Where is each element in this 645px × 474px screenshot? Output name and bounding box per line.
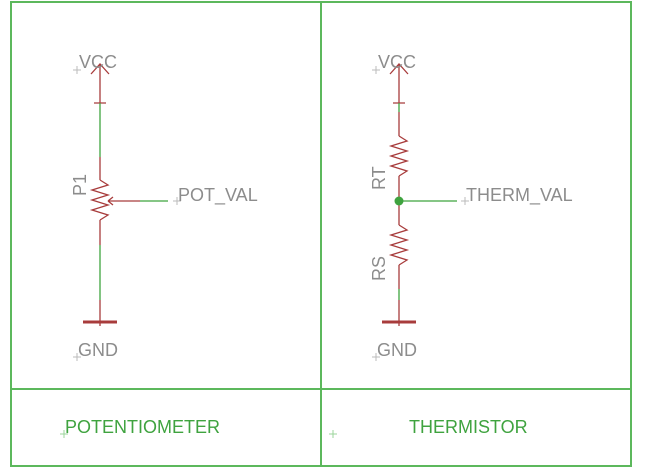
net-label-pot-val[interactable]: POT_VAL (173, 185, 258, 206)
gnd-label-therm: GND (377, 340, 417, 360)
gnd-label-pot: GND (78, 340, 118, 360)
component-name-rt: RT (369, 166, 389, 190)
schematic-frame (10, 1, 632, 467)
net-label-therm-val[interactable]: THERM_VAL (461, 185, 573, 206)
resistor-zigzag-icon (388, 135, 410, 177)
net-label-text: THERM_VAL (466, 185, 573, 206)
sheet-title-thermistor: THERMISTOR (409, 417, 528, 437)
potentiometer-p1[interactable]: P1 (70, 174, 140, 221)
vcc-symbol-therm[interactable]: VCC (372, 52, 416, 104)
resistor-rs[interactable]: RS (369, 224, 410, 281)
component-name-rs: RS (369, 256, 389, 281)
resistor-zigzag-icon (388, 224, 410, 266)
resistor-rt[interactable]: RT (369, 135, 410, 190)
sheet-title-potentiometer: POTENTIOMETER (65, 417, 220, 437)
vcc-label-therm: VCC (378, 52, 416, 72)
net-label-text: POT_VAL (178, 185, 258, 206)
title-block-therm: THERMISTOR (329, 417, 528, 438)
vcc-symbol-pot[interactable]: VCC (73, 52, 117, 104)
gnd-symbol-therm[interactable]: GND (372, 300, 417, 361)
component-name-p1: P1 (70, 174, 90, 196)
vcc-label-pot: VCC (79, 52, 117, 72)
thermistor-sheet: VCC RT THERM_VAL RS GND (329, 52, 573, 438)
potentiometer-sheet: VCC P1 POT_VAL GND PO (60, 52, 258, 438)
title-block-pot: POTENTIOMETER (60, 417, 220, 438)
gnd-symbol-pot[interactable]: GND (73, 300, 118, 361)
resistor-zigzag-icon (89, 179, 111, 221)
wiper-arrow-icon (107, 196, 140, 206)
